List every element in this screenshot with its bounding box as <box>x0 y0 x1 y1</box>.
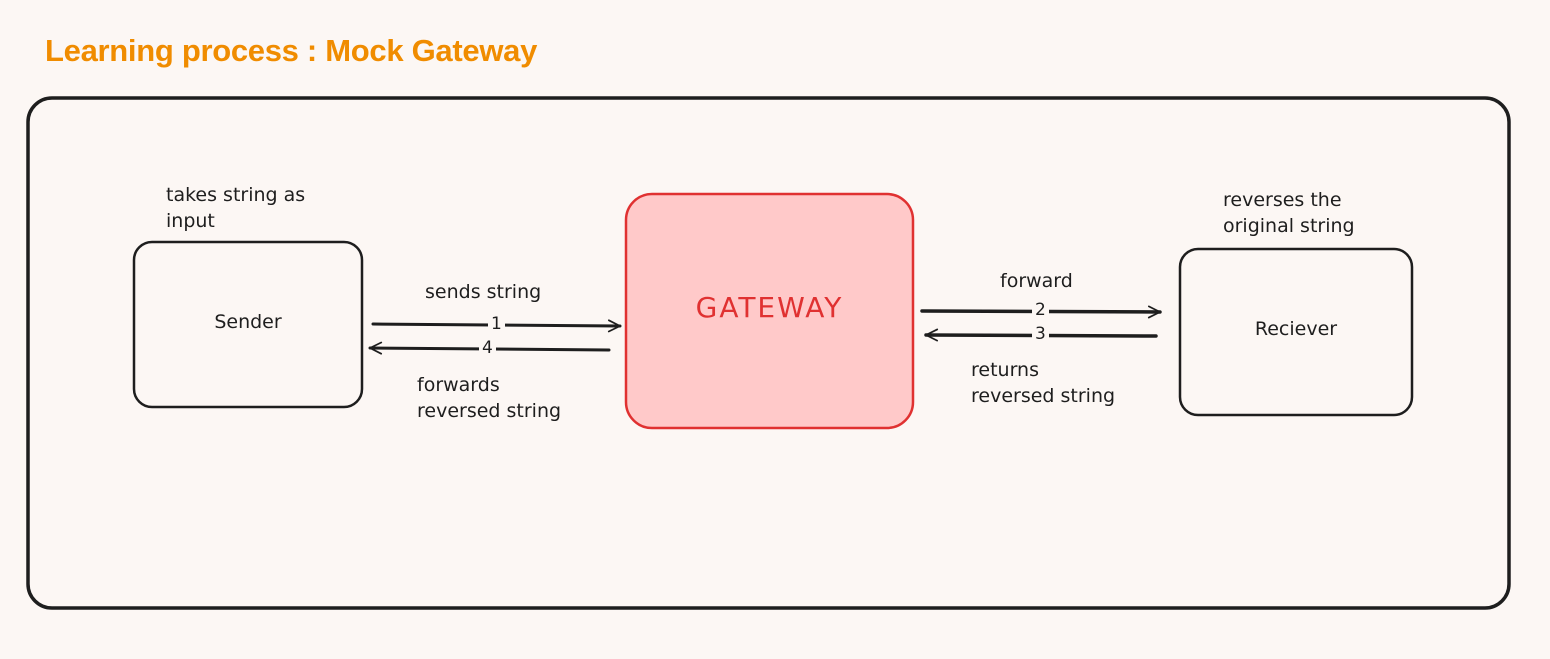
step4-label-line2: reversed string <box>417 400 562 422</box>
gateway-label: GATEWAY <box>695 291 844 324</box>
sender-label: Sender <box>214 311 282 333</box>
sender-note: takes string as input <box>166 182 305 234</box>
receiver-note-line1: reverses the <box>1223 189 1342 211</box>
gateway-box[interactable] <box>624 192 915 430</box>
sender-note-line1: takes string as <box>166 184 306 206</box>
receiver-note-line2: original string <box>1223 215 1355 237</box>
receiver-note: reverses the original string <box>1223 187 1355 239</box>
step4-label: forwards reversed string <box>417 372 561 424</box>
step2-number: 2 <box>1032 301 1049 319</box>
receiver-label: Reciever <box>1254 318 1338 340</box>
step3-label-line2: reversed string <box>971 385 1116 407</box>
sender-box[interactable] <box>132 240 364 409</box>
step3-label: returns reversed string <box>971 357 1115 409</box>
sender-note-line2: input <box>166 210 215 232</box>
receiver-box[interactable] <box>1178 247 1414 417</box>
step3-label-line1: returns <box>971 359 1039 381</box>
step4-number: 4 <box>479 339 496 357</box>
step1-number: 1 <box>488 315 505 333</box>
step1-label: sends string <box>425 281 542 303</box>
step4-label-line1: forwards <box>417 374 500 396</box>
page-title: Learning process : Mock Gateway <box>45 33 538 68</box>
outer-frame <box>26 96 1511 610</box>
step3-number: 3 <box>1032 325 1049 343</box>
step2-label: forward <box>1000 270 1073 292</box>
